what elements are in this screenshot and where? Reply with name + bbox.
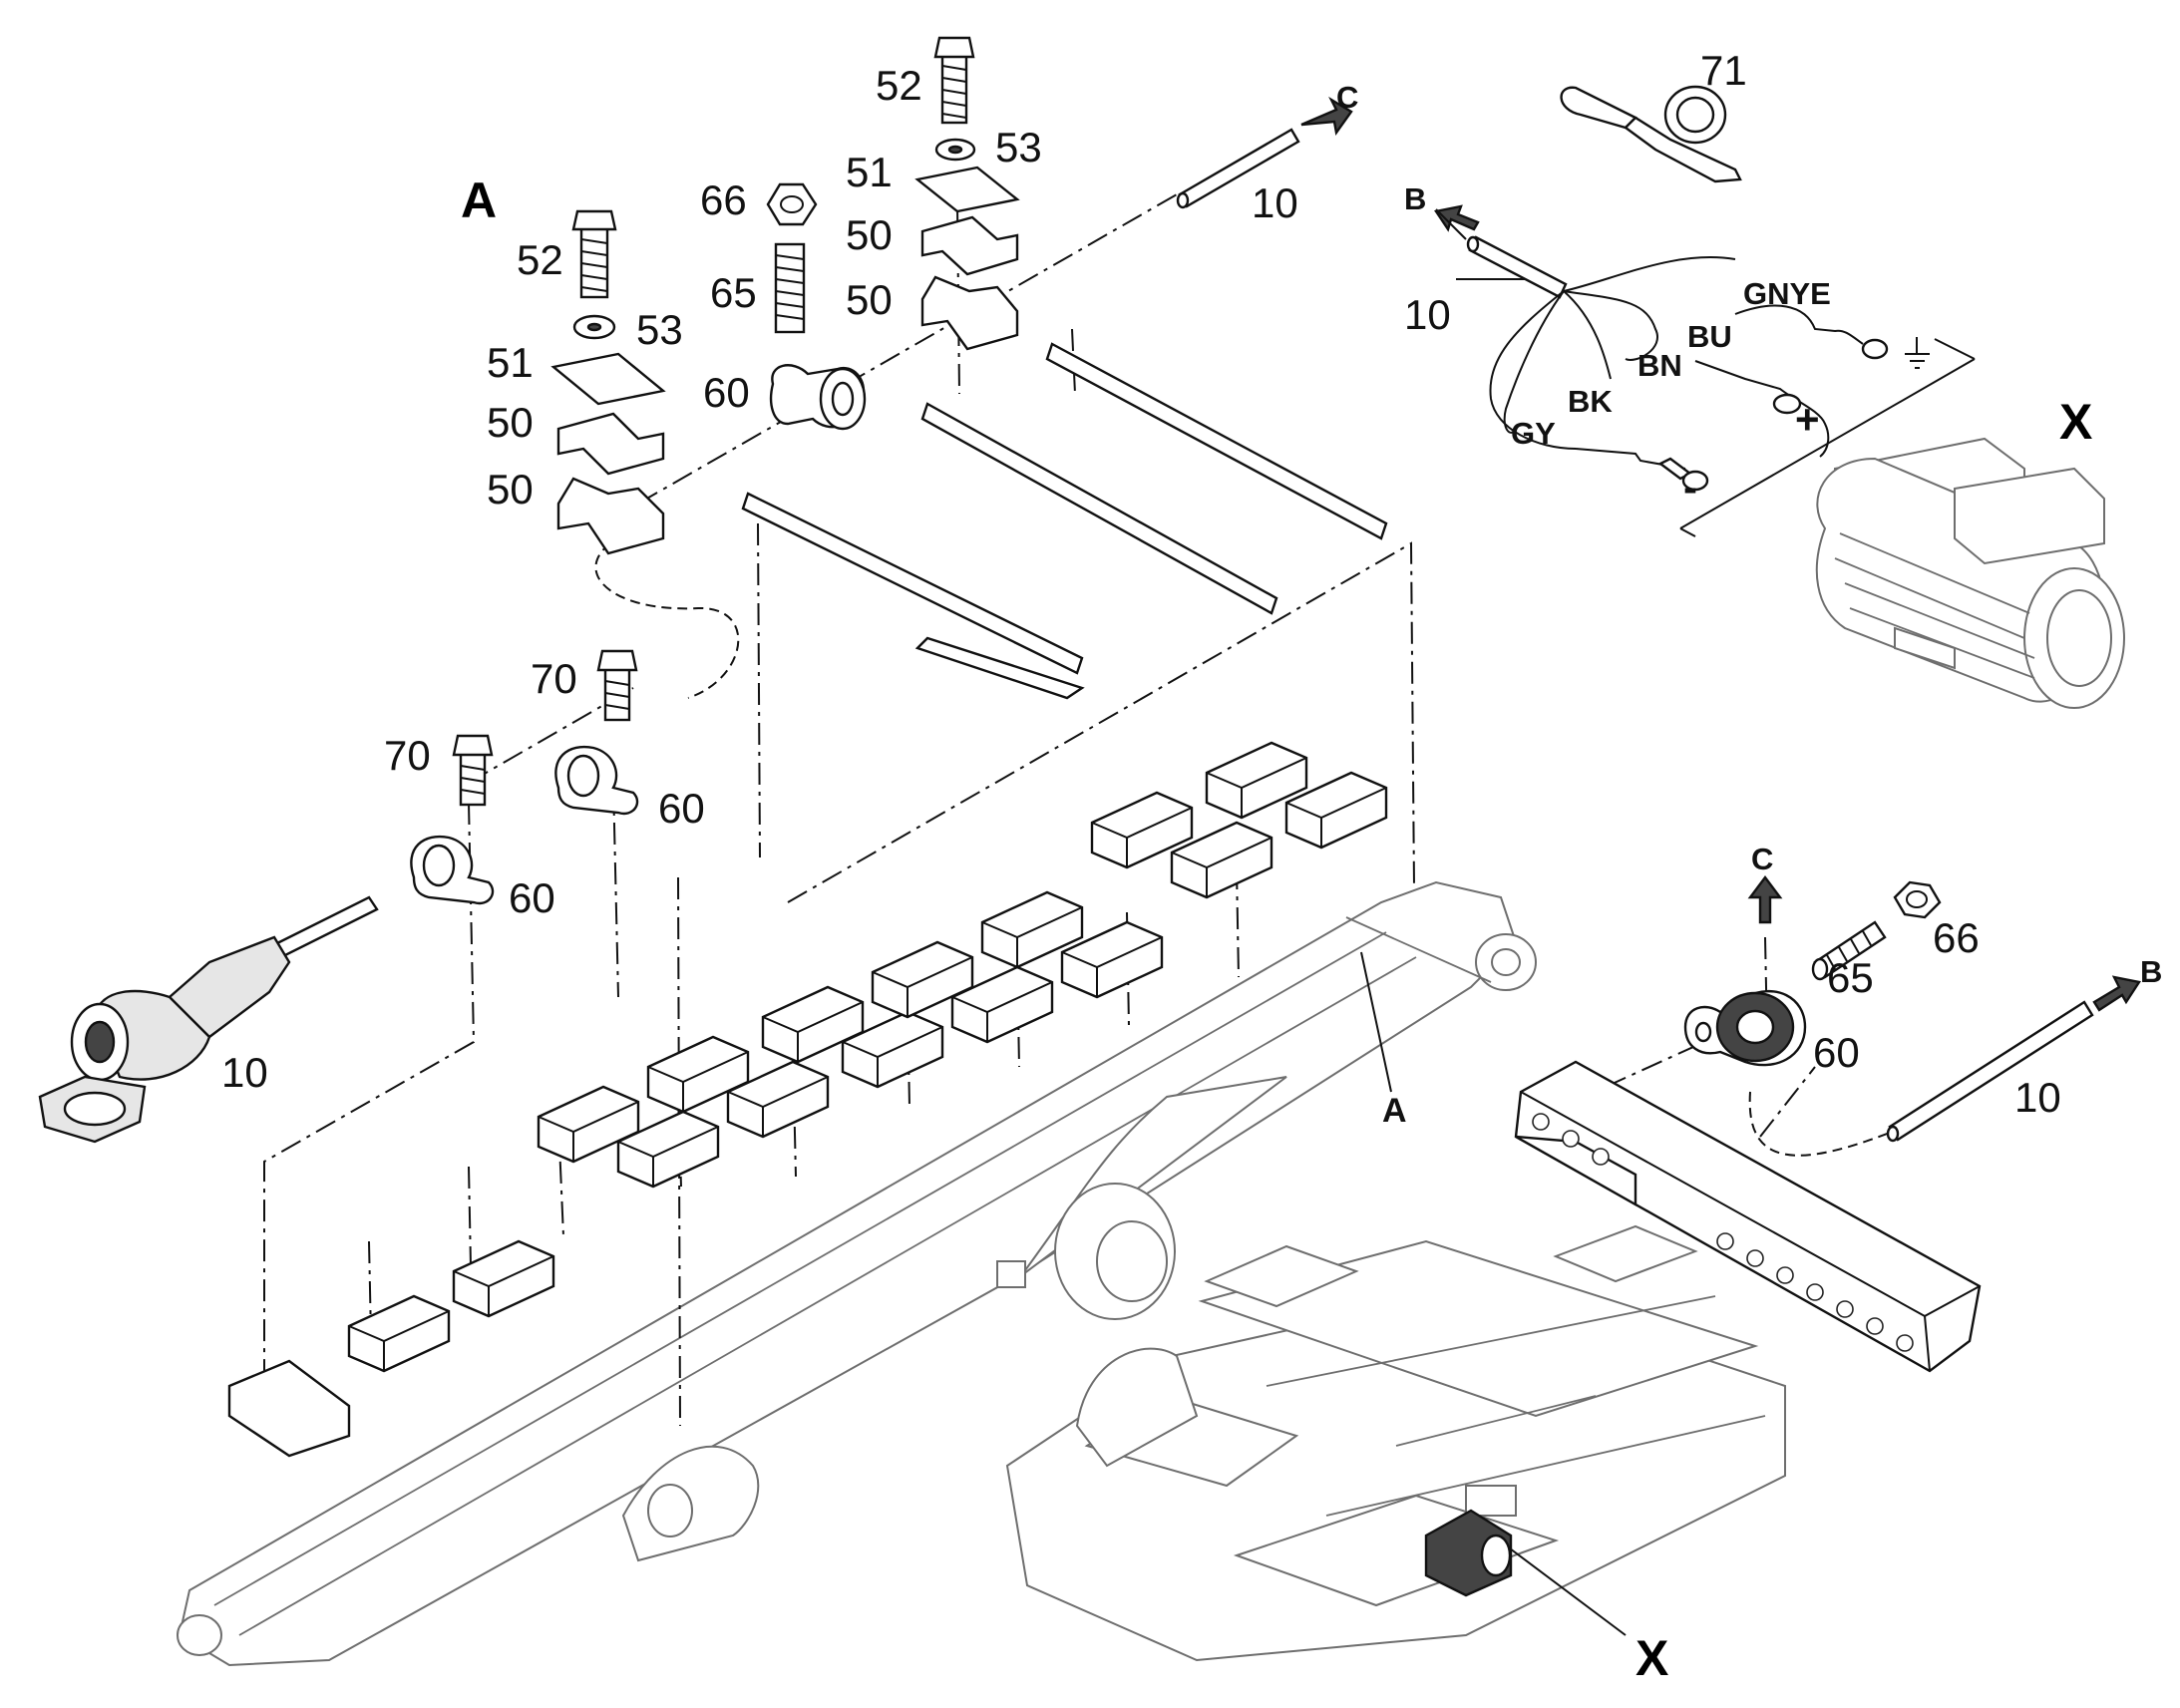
- terminal-sign-plus: +: [1795, 396, 1820, 443]
- clip-block: [646, 1035, 750, 1114]
- nut-stud-bracket-a: [766, 182, 867, 431]
- perforated-bracket: [1514, 1060, 1982, 1373]
- wire-label-bk: BK: [1568, 384, 1613, 419]
- part-label: 50: [846, 276, 893, 323]
- clip-block: [980, 890, 1084, 969]
- arrow-c-right: [1747, 875, 1783, 924]
- clip-block: [1060, 920, 1164, 999]
- clamp-stack-b: [914, 36, 1020, 351]
- part-label: 52: [517, 236, 563, 283]
- cable-right: [1886, 1000, 2094, 1143]
- part-label: 53: [636, 306, 683, 353]
- part-label: 51: [846, 149, 893, 195]
- part-label: 60: [1813, 1029, 1860, 1076]
- section-label-a-boom: A: [1382, 1092, 1407, 1130]
- section-label-x-motor: X: [2059, 394, 2092, 450]
- labels: A A X X C C B B 52 53 51 50 50 52 53 51 …: [221, 47, 2162, 1686]
- part-label: 70: [531, 655, 577, 702]
- section-x-bracket: [1679, 338, 1976, 537]
- arrow-label-c-right: C: [1751, 842, 1773, 876]
- clip-block: [1205, 741, 1308, 820]
- terminal-sign-minus: -: [1683, 464, 1697, 511]
- part-label: 52: [876, 62, 922, 109]
- part-label: 60: [703, 369, 750, 416]
- arrow-label-b-harness: B: [1404, 181, 1426, 216]
- cable-tie-71: [1560, 85, 1742, 183]
- clip-block: [1284, 771, 1388, 850]
- part-label: 71: [1700, 47, 1747, 94]
- section-label-a: A: [461, 172, 497, 228]
- part-label: 60: [509, 874, 555, 921]
- cable-top: [1176, 128, 1300, 209]
- mounting-strips: [741, 342, 1388, 700]
- wire-label-gy: GY: [1511, 416, 1556, 451]
- electric-motor: [1815, 437, 2125, 709]
- part-label: 60: [658, 785, 705, 832]
- wire-label-bn: BN: [1637, 348, 1682, 383]
- arrow-b-right: [2092, 975, 2141, 1012]
- arrow-b-harness: [1434, 204, 1480, 232]
- arrow-label-c-top: C: [1336, 80, 1358, 115]
- clip-block: [761, 985, 865, 1064]
- clip-block: [1170, 821, 1273, 899]
- clip-block: [726, 1060, 830, 1139]
- clip-block: [347, 1294, 451, 1373]
- bolt-bracket-left: [410, 649, 639, 905]
- part-label: 10: [2014, 1074, 2061, 1121]
- part-label: 50: [487, 399, 534, 446]
- part-label: 50: [846, 211, 893, 258]
- cable-harness: [1466, 235, 1930, 492]
- plug-connector: [38, 895, 379, 1144]
- boom-structure: [177, 880, 1537, 1667]
- clip-block: [1090, 791, 1194, 869]
- chassis-structure: [1005, 1224, 1786, 1662]
- part-label: 10: [1404, 291, 1451, 338]
- part-label: 10: [1252, 179, 1298, 226]
- cable-clip-row: [227, 741, 1388, 1458]
- arrow-c-top: [1300, 96, 1353, 137]
- wire-label-bu: BU: [1687, 319, 1732, 354]
- part-label: 66: [1933, 914, 1980, 961]
- clip-block: [452, 1239, 555, 1318]
- clip-block: [227, 1359, 351, 1458]
- wire-label-gnye: GNYE: [1743, 276, 1831, 311]
- part-label: 51: [487, 339, 534, 386]
- part-label: 66: [700, 176, 747, 223]
- clip-block: [841, 1010, 944, 1089]
- part-label: 50: [487, 466, 534, 512]
- section-label-x-chassis: X: [1635, 1630, 1668, 1686]
- chassis-motor: [1424, 1509, 1513, 1597]
- part-label: 65: [1827, 954, 1874, 1001]
- part-label: 10: [221, 1049, 268, 1096]
- part-label: 53: [995, 124, 1042, 171]
- arrow-label-b-right: B: [2140, 954, 2162, 989]
- stud-nut-bracket-b: [1683, 880, 1942, 1067]
- part-label: 65: [710, 269, 757, 316]
- leader-lines: [1360, 208, 1627, 1636]
- part-label: 70: [384, 732, 431, 779]
- clamp-stack-a: [550, 209, 666, 555]
